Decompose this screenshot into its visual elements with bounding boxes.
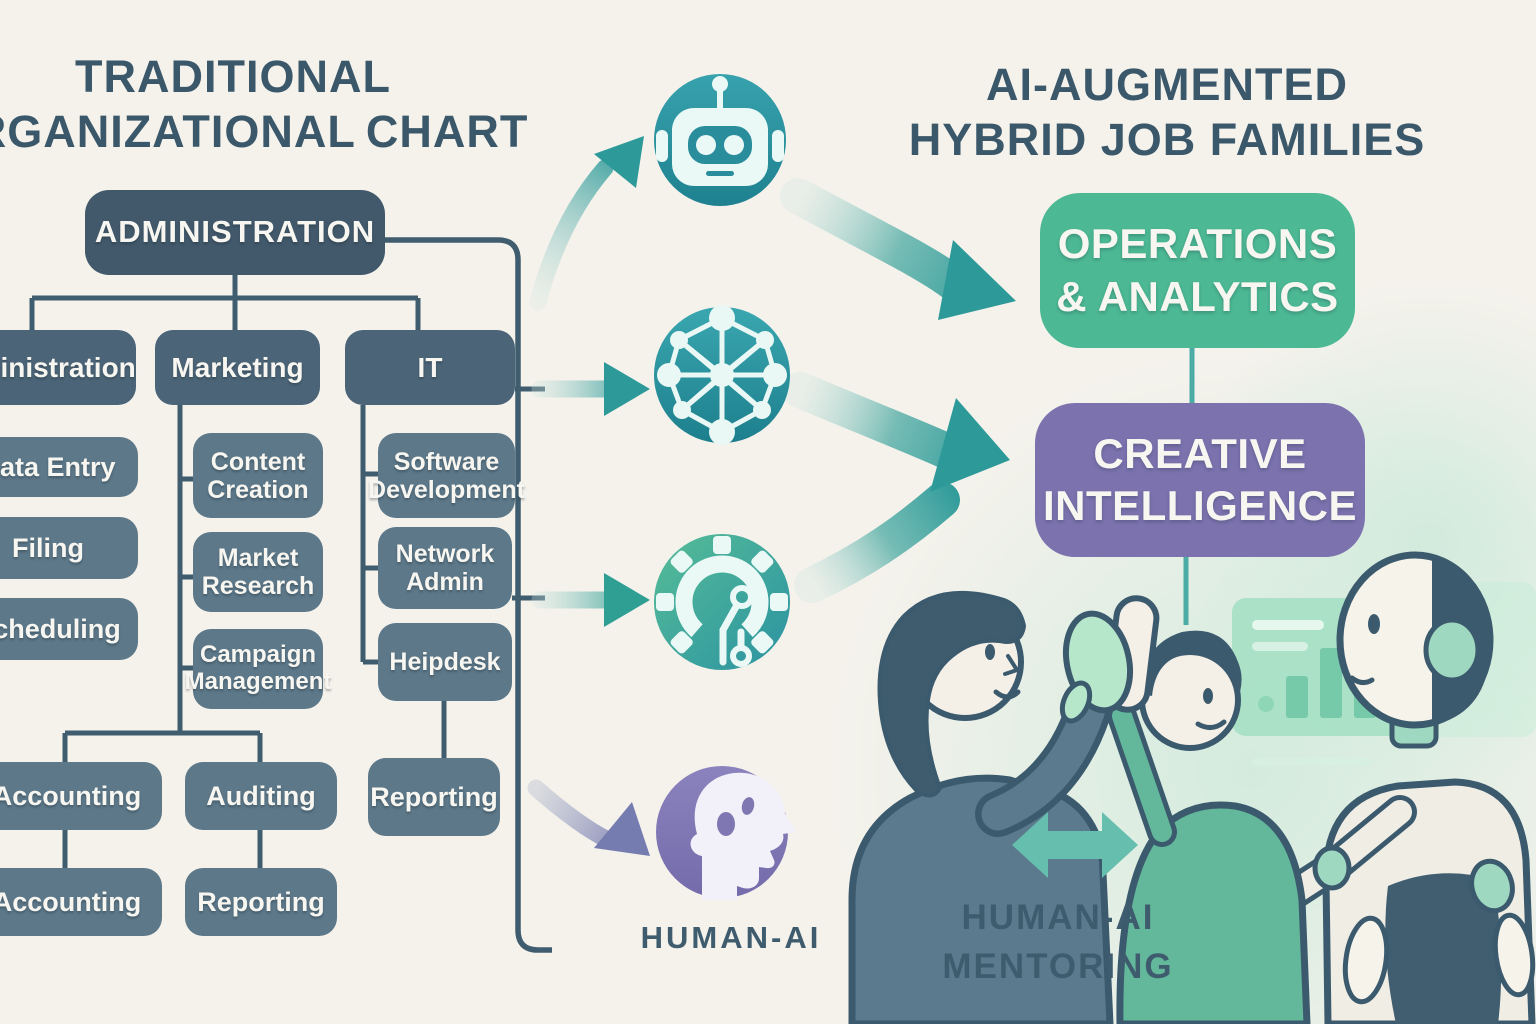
creative-line1: CREATIVE [1093, 429, 1307, 477]
icon-to-hybrid-arrows [780, 178, 1016, 603]
left-title-line1: TRADITIONAL [75, 51, 391, 102]
org-chart-connectors [29, 237, 552, 953]
org-box-accounting-1: Accounting [0, 762, 162, 830]
org-box-auditing: Auditing [185, 762, 337, 830]
human-head-icon [656, 766, 795, 900]
org-box-accounting-2: Accounting [0, 868, 162, 936]
hybrid-box-operations-analytics: OPERATIONS & ANALYTICS [1040, 193, 1355, 348]
org-box-dept-administration: Administration [0, 330, 136, 405]
gear-circuit-icon [654, 534, 790, 670]
org-box-filing: Filing [0, 517, 138, 579]
arrowhead [604, 573, 650, 627]
org-box-administration-root: ADMINISTRATION [85, 190, 385, 275]
bidirectional-arrow-icon [1012, 812, 1138, 878]
org-box-content-creation: Content Creation [193, 433, 323, 518]
org-box-reporting-it: Reporting [368, 758, 500, 836]
network-icon [654, 305, 790, 445]
arrowhead [594, 802, 650, 856]
org-box-market-research: Market Research [193, 532, 323, 612]
arrowhead [594, 136, 644, 188]
arrowhead [604, 362, 650, 416]
high-five-hands [1059, 595, 1160, 724]
right-title: AI-AUGMENTED HYBRID JOB FAMILIES [909, 58, 1426, 168]
org-box-dept-marketing: Marketing [155, 330, 320, 405]
child-illustration [1107, 630, 1311, 1024]
mentoring-line2: MENTORING [942, 947, 1174, 986]
human-ai-mentoring-label: HUMAN-AI MENTORING [942, 893, 1173, 991]
org-box-campaign-management: Campaign Management [185, 629, 331, 709]
chart-to-icon-arrows [527, 136, 650, 856]
org-box-scheduling: Scheduling [0, 598, 138, 660]
creative-line2: INTELLIGENCE [1042, 482, 1357, 529]
org-box-data-entry: Data Entry [0, 437, 138, 497]
org-chart-right-rail [385, 237, 552, 953]
org-box-reporting-2: Reporting [185, 868, 337, 936]
org-box-heipdesk: Heipdesk [378, 623, 512, 701]
operations-line2: & ANALYTICS [1056, 272, 1339, 320]
right-title-line1: AI-AUGMENTED [986, 59, 1348, 110]
hybrid-box-creative-intelligence: CREATIVE INTELLIGENCE [1035, 403, 1365, 557]
operations-line1: OPERATIONS [1057, 220, 1338, 267]
org-box-network-admin: Network Admin [378, 527, 512, 609]
left-title-line2: ORGANIZATIONAL CHART [0, 105, 529, 157]
left-title: TRADITIONAL ORGANIZATIONAL CHART [0, 50, 528, 160]
arrowhead [930, 398, 1010, 492]
mentoring-line1: HUMAN-AI [961, 898, 1155, 937]
right-title-line2: HYBRID JOB FAMILIES [908, 113, 1426, 165]
woman-illustration [848, 590, 1160, 1024]
arrowhead [938, 240, 1016, 320]
hybrid-connectors [1183, 348, 1195, 625]
human-ai-icon-label: HUMAN-AI [640, 920, 822, 955]
org-box-dept-it: IT [345, 330, 515, 405]
robot-icon [654, 74, 786, 206]
org-box-software-development: Software Development [368, 433, 525, 518]
